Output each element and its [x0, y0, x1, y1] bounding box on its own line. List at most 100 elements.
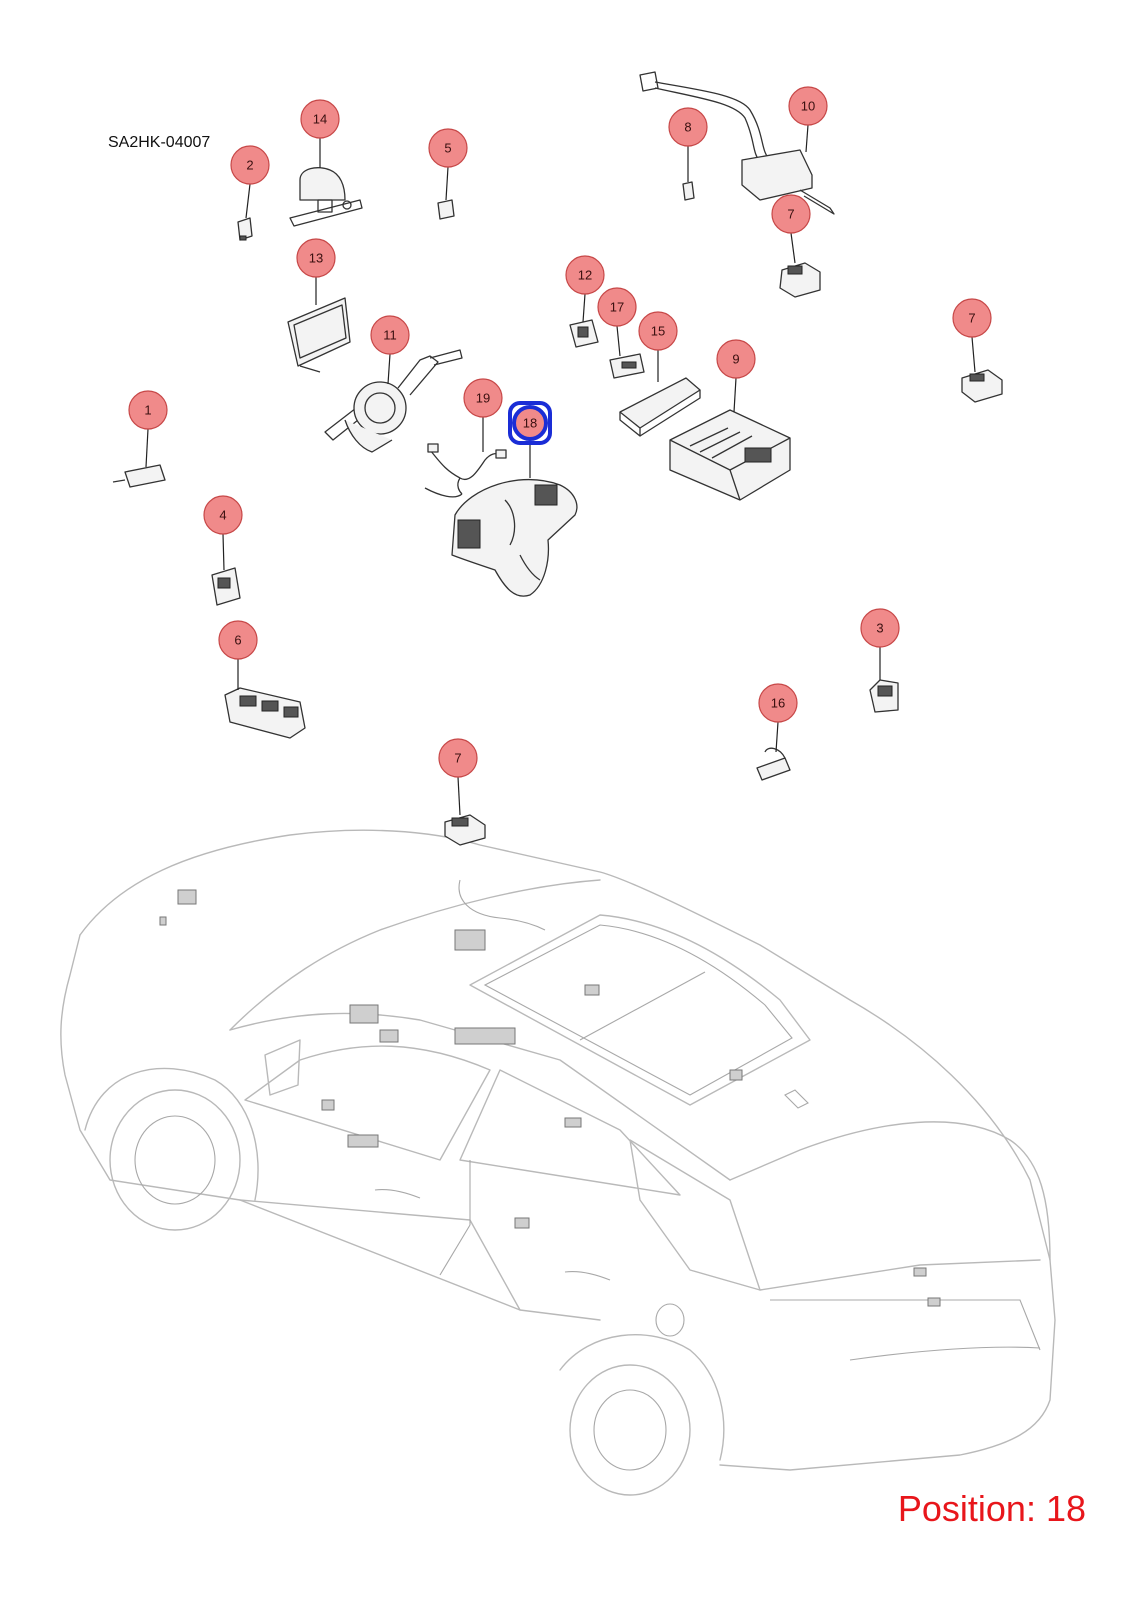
callout-c15[interactable]: 15	[638, 311, 678, 382]
part-11-combination-switch	[324, 349, 463, 453]
selected-callout-highlight	[508, 401, 552, 445]
part-17-switch	[609, 353, 645, 379]
part-1-module	[112, 464, 166, 488]
callout-marker	[512, 405, 548, 441]
part-19-wire-harness	[424, 443, 507, 498]
callout-number: 2	[246, 158, 253, 173]
callout-number: 7	[787, 207, 794, 222]
part-2-sensor	[237, 217, 253, 241]
part-5-switch	[437, 199, 455, 220]
callout-c6[interactable]: 6	[218, 620, 258, 690]
callout-c5[interactable]: 5	[428, 128, 468, 201]
part-13-display	[287, 297, 351, 373]
callout-marker	[203, 495, 243, 535]
parts-illustrations	[112, 71, 1003, 846]
part-15-control-unit	[619, 377, 701, 437]
callout-number: 7	[454, 751, 461, 766]
callout-leader-line	[145, 428, 149, 468]
callout-number: 1	[144, 403, 151, 418]
callout-c11[interactable]: 11	[370, 315, 410, 385]
callout-c19[interactable]: 19	[463, 378, 503, 452]
part-16-connector	[756, 747, 791, 781]
callout-marker	[758, 683, 798, 723]
callout-number: 8	[684, 120, 691, 135]
callout-number: 19	[476, 391, 490, 406]
callout-number: 16	[771, 696, 785, 711]
callout-number: 15	[651, 324, 665, 339]
callout-c17[interactable]: 17	[597, 287, 637, 357]
callout-marker	[565, 255, 605, 295]
callout-c7c[interactable]: 7	[438, 738, 478, 816]
callout-c13[interactable]: 13	[296, 238, 336, 305]
part-7-switch-c	[444, 814, 486, 846]
callout-number: 14	[313, 112, 327, 127]
callout-leader-line	[387, 353, 391, 385]
callout-number: 18	[523, 416, 537, 431]
part-12-connector	[569, 319, 599, 348]
callout-marker	[597, 287, 637, 327]
callout-leader-line	[805, 124, 809, 153]
callout-c7a[interactable]: 7	[771, 194, 811, 264]
callout-c8[interactable]: 8	[668, 107, 708, 182]
callout-number: 6	[234, 633, 241, 648]
callout-leader-line	[616, 325, 621, 357]
callout-c14[interactable]: 14	[300, 99, 340, 168]
callout-number: 10	[801, 99, 815, 114]
callout-leader-line	[790, 232, 796, 264]
callout-number: 12	[578, 268, 592, 283]
part-10-harness-module	[639, 71, 835, 215]
callout-number: 17	[610, 300, 624, 315]
callout-c7b[interactable]: 7	[952, 298, 992, 373]
callout-number: 9	[732, 352, 739, 367]
callout-marker	[300, 99, 340, 139]
callout-marker	[638, 311, 678, 351]
part-6-window-switch-panel	[224, 687, 306, 739]
callout-number: 5	[444, 141, 451, 156]
callout-marker	[128, 390, 168, 430]
callout-leader-line	[222, 533, 225, 571]
callout-marker	[230, 145, 270, 185]
callout-c12[interactable]: 12	[565, 255, 605, 323]
callout-leader-line	[245, 183, 251, 219]
part-7-switch-a	[779, 262, 821, 298]
callout-c9[interactable]: 9	[716, 339, 756, 413]
callout-c4[interactable]: 4	[203, 495, 243, 571]
callout-marker	[788, 86, 828, 126]
part-3-switch	[869, 679, 899, 713]
callout-number: 13	[309, 251, 323, 266]
callout-marker	[860, 608, 900, 648]
callout-number: 4	[219, 508, 226, 523]
callout-marker	[463, 378, 503, 418]
callout-number: 7	[968, 311, 975, 326]
callout-leader-line	[582, 293, 586, 323]
part-14-module	[289, 167, 363, 227]
callout-marker	[668, 107, 708, 147]
callout-c10[interactable]: 10	[788, 86, 828, 153]
callout-leader-line	[775, 721, 779, 753]
part-8-sensor	[682, 181, 695, 201]
callout-marker	[952, 298, 992, 338]
vehicle-illustration	[60, 829, 1056, 1496]
callout-leader-line	[971, 336, 976, 373]
callout-marker	[438, 738, 478, 778]
callout-c18[interactable]: 18	[508, 401, 552, 478]
callout-leader-line	[733, 377, 737, 413]
position-readout: Position: 18	[897, 1488, 1086, 1529]
callout-marker	[428, 128, 468, 168]
callout-c1[interactable]: 1	[128, 390, 168, 468]
part-18-steering-wheel-switch	[451, 478, 578, 597]
callout-marker	[370, 315, 410, 355]
callout-number: 3	[876, 621, 883, 636]
callout-c16[interactable]: 16	[758, 683, 798, 753]
callout-c2[interactable]: 2	[230, 145, 270, 219]
callout-leader-line	[445, 166, 449, 201]
callout-marker	[296, 238, 336, 278]
callout-marker	[218, 620, 258, 660]
part-4-module	[211, 567, 241, 606]
callout-marker	[716, 339, 756, 379]
callout-c3[interactable]: 3	[860, 608, 900, 680]
callout-leader-line	[457, 776, 461, 816]
